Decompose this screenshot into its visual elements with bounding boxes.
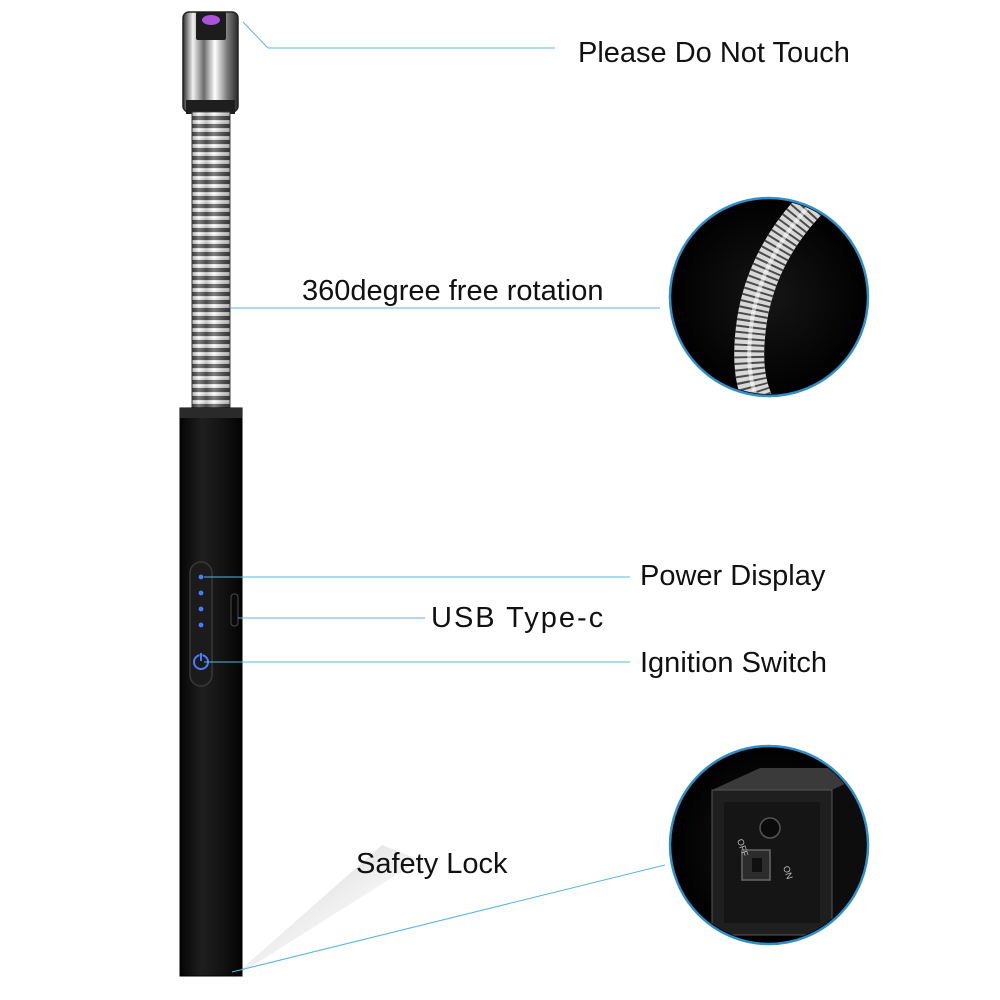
plasma-arc <box>202 15 220 25</box>
callout-safety-lock: Safety Lock <box>356 848 508 880</box>
leader-lines <box>204 21 666 973</box>
lighter-body <box>179 407 243 977</box>
power-led-3 <box>198 606 204 612</box>
callout-please-do-not-touch: Please Do Not Touch <box>578 37 850 69</box>
callout-power-display: Power Display <box>640 560 826 592</box>
rotation-zoom-circle <box>668 196 870 398</box>
power-led-4 <box>198 622 204 628</box>
power-led-1 <box>198 574 204 580</box>
power-led-2 <box>198 590 204 596</box>
lock-on-label: ON <box>781 865 795 881</box>
control-panel <box>189 561 213 687</box>
callout-ignition-switch: Ignition Switch <box>640 647 827 679</box>
callout-rotation: 360degree free rotation <box>302 275 604 307</box>
safety-lock-zoom-circle: OFF ON <box>668 744 870 946</box>
callout-usb-type-c: USB Type-c <box>431 602 606 634</box>
usb-port <box>230 593 239 627</box>
chrome-tip <box>182 11 239 114</box>
floor-shadow <box>230 845 420 980</box>
flexible-neck <box>191 111 231 411</box>
